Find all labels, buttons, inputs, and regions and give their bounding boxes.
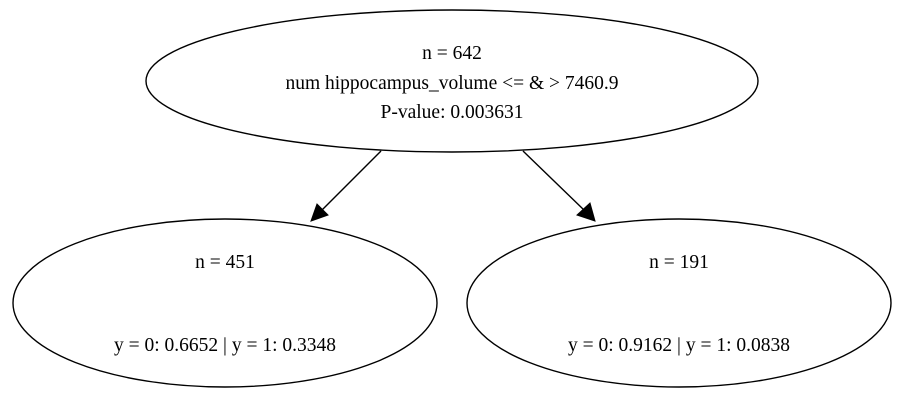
left-leaf-node: n = 451 y = 0: 0.6652 | y = 1: 0.3348 [12, 218, 438, 388]
root-node: n = 642 num hippocampus_volume <= & > 74… [145, 9, 759, 153]
right-leaf-class-distribution: y = 0: 0.9162 | y = 1: 0.0838 [568, 335, 790, 356]
edge-root-to-right [522, 150, 596, 222]
root-p-value: P-value: 0.003631 [381, 102, 524, 123]
left-leaf-ellipse [12, 218, 438, 388]
root-split-rule: num hippocampus_volume <= & > 7460.9 [285, 73, 618, 94]
arrowhead-right [576, 202, 596, 222]
right-leaf-ellipse [466, 218, 892, 388]
arrowhead-left [310, 203, 329, 222]
right-leaf-sample-count: n = 191 [649, 252, 709, 273]
edge-root-to-left [310, 150, 382, 222]
root-sample-count: n = 642 [422, 43, 482, 64]
right-leaf-node: n = 191 y = 0: 0.9162 | y = 1: 0.0838 [466, 218, 892, 388]
left-leaf-class-distribution: y = 0: 0.6652 | y = 1: 0.3348 [114, 335, 336, 356]
root-node-ellipse [145, 9, 759, 153]
left-leaf-sample-count: n = 451 [195, 252, 255, 273]
